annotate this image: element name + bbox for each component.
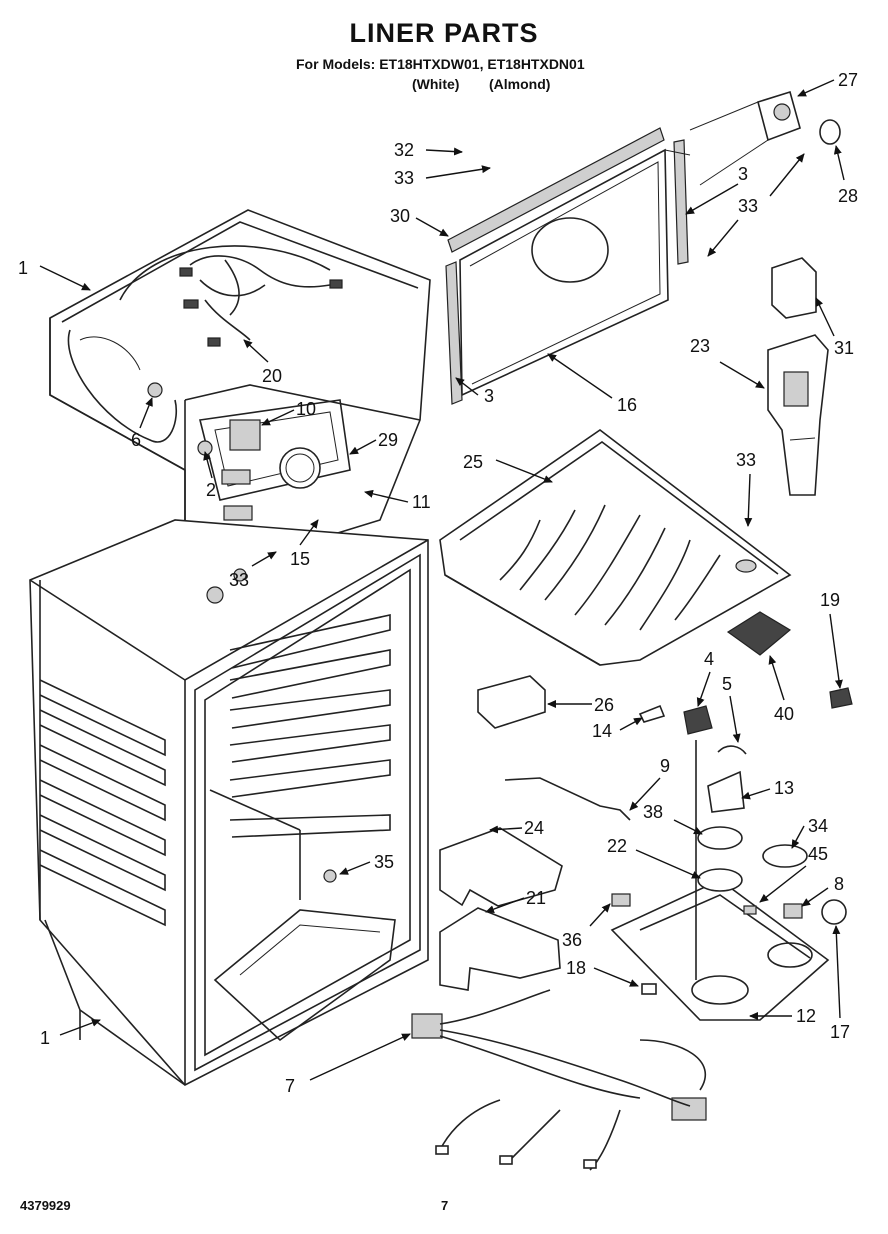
callout-3-top: 3 [738,164,748,184]
fresh-food-liner [29,519,429,1086]
callout-33-top-left: 33 [394,168,414,188]
callout-16: 16 [617,395,637,415]
callout-45: 45 [808,844,828,864]
callout-38: 38 [643,802,663,822]
air-duct-housing [767,257,829,496]
callout-10: 10 [296,399,316,419]
callout-32: 32 [394,140,414,160]
callout-23: 23 [690,336,710,356]
callout-3-bottom: 3 [484,386,494,406]
callout-1-bottom: 1 [40,1028,50,1048]
callout-4: 4 [704,649,714,669]
callout-33-freezer: 33 [229,570,249,590]
models-line: For Models: ET18HTXDW01, ET18HTXDN01 [296,56,585,72]
callout-5: 5 [722,674,732,694]
liner-panel-assembly [445,127,691,405]
light-assembly [504,704,847,1021]
callout-7: 7 [285,1076,295,1096]
callout-24: 24 [524,818,544,838]
callout-26: 26 [594,695,614,715]
callout-28: 28 [838,186,858,206]
page-number: 7 [441,1198,449,1213]
callout-30: 30 [390,206,410,226]
callout-17: 17 [830,1022,850,1042]
callout-2: 2 [206,480,216,500]
duct-pieces [323,827,563,991]
callout-20: 20 [262,366,282,386]
callout-8: 8 [834,874,844,894]
filter-pad [726,611,792,656]
freezer-shelf [439,429,792,666]
callout-18: 18 [566,958,586,978]
callout-11: 11 [412,492,431,512]
wire-harness [411,989,707,1171]
callout-22: 22 [607,836,627,856]
variant-almond-label: (Almond) [489,76,551,92]
document-number: 4379929 [20,1198,71,1213]
callout-13: 13 [774,778,794,798]
freezer-liner [49,209,431,582]
connector-blocks [477,675,853,729]
callout-12: 12 [796,1006,816,1026]
cover-and-knob [689,90,841,186]
callout-14: 14 [592,721,612,741]
callout-19: 19 [820,590,840,610]
callout-9: 9 [660,756,670,776]
callout-27: 27 [838,70,858,90]
callout-21: 21 [526,888,546,908]
callout-35: 35 [374,852,394,872]
callout-1-top: 1 [18,258,28,278]
callout-34: 34 [808,816,828,836]
callout-31: 31 [834,338,854,358]
callout-25: 25 [463,452,483,472]
callout-29: 29 [378,430,398,450]
callout-36: 36 [562,930,582,950]
page-title: LINER PARTS [349,18,539,48]
variant-white-label: (White) [412,76,460,92]
callout-33-top-right: 33 [738,196,758,216]
callout-33-shelf: 33 [736,450,756,470]
callout-15: 15 [290,549,310,569]
callout-6: 6 [131,430,141,450]
callout-40: 40 [774,704,794,724]
